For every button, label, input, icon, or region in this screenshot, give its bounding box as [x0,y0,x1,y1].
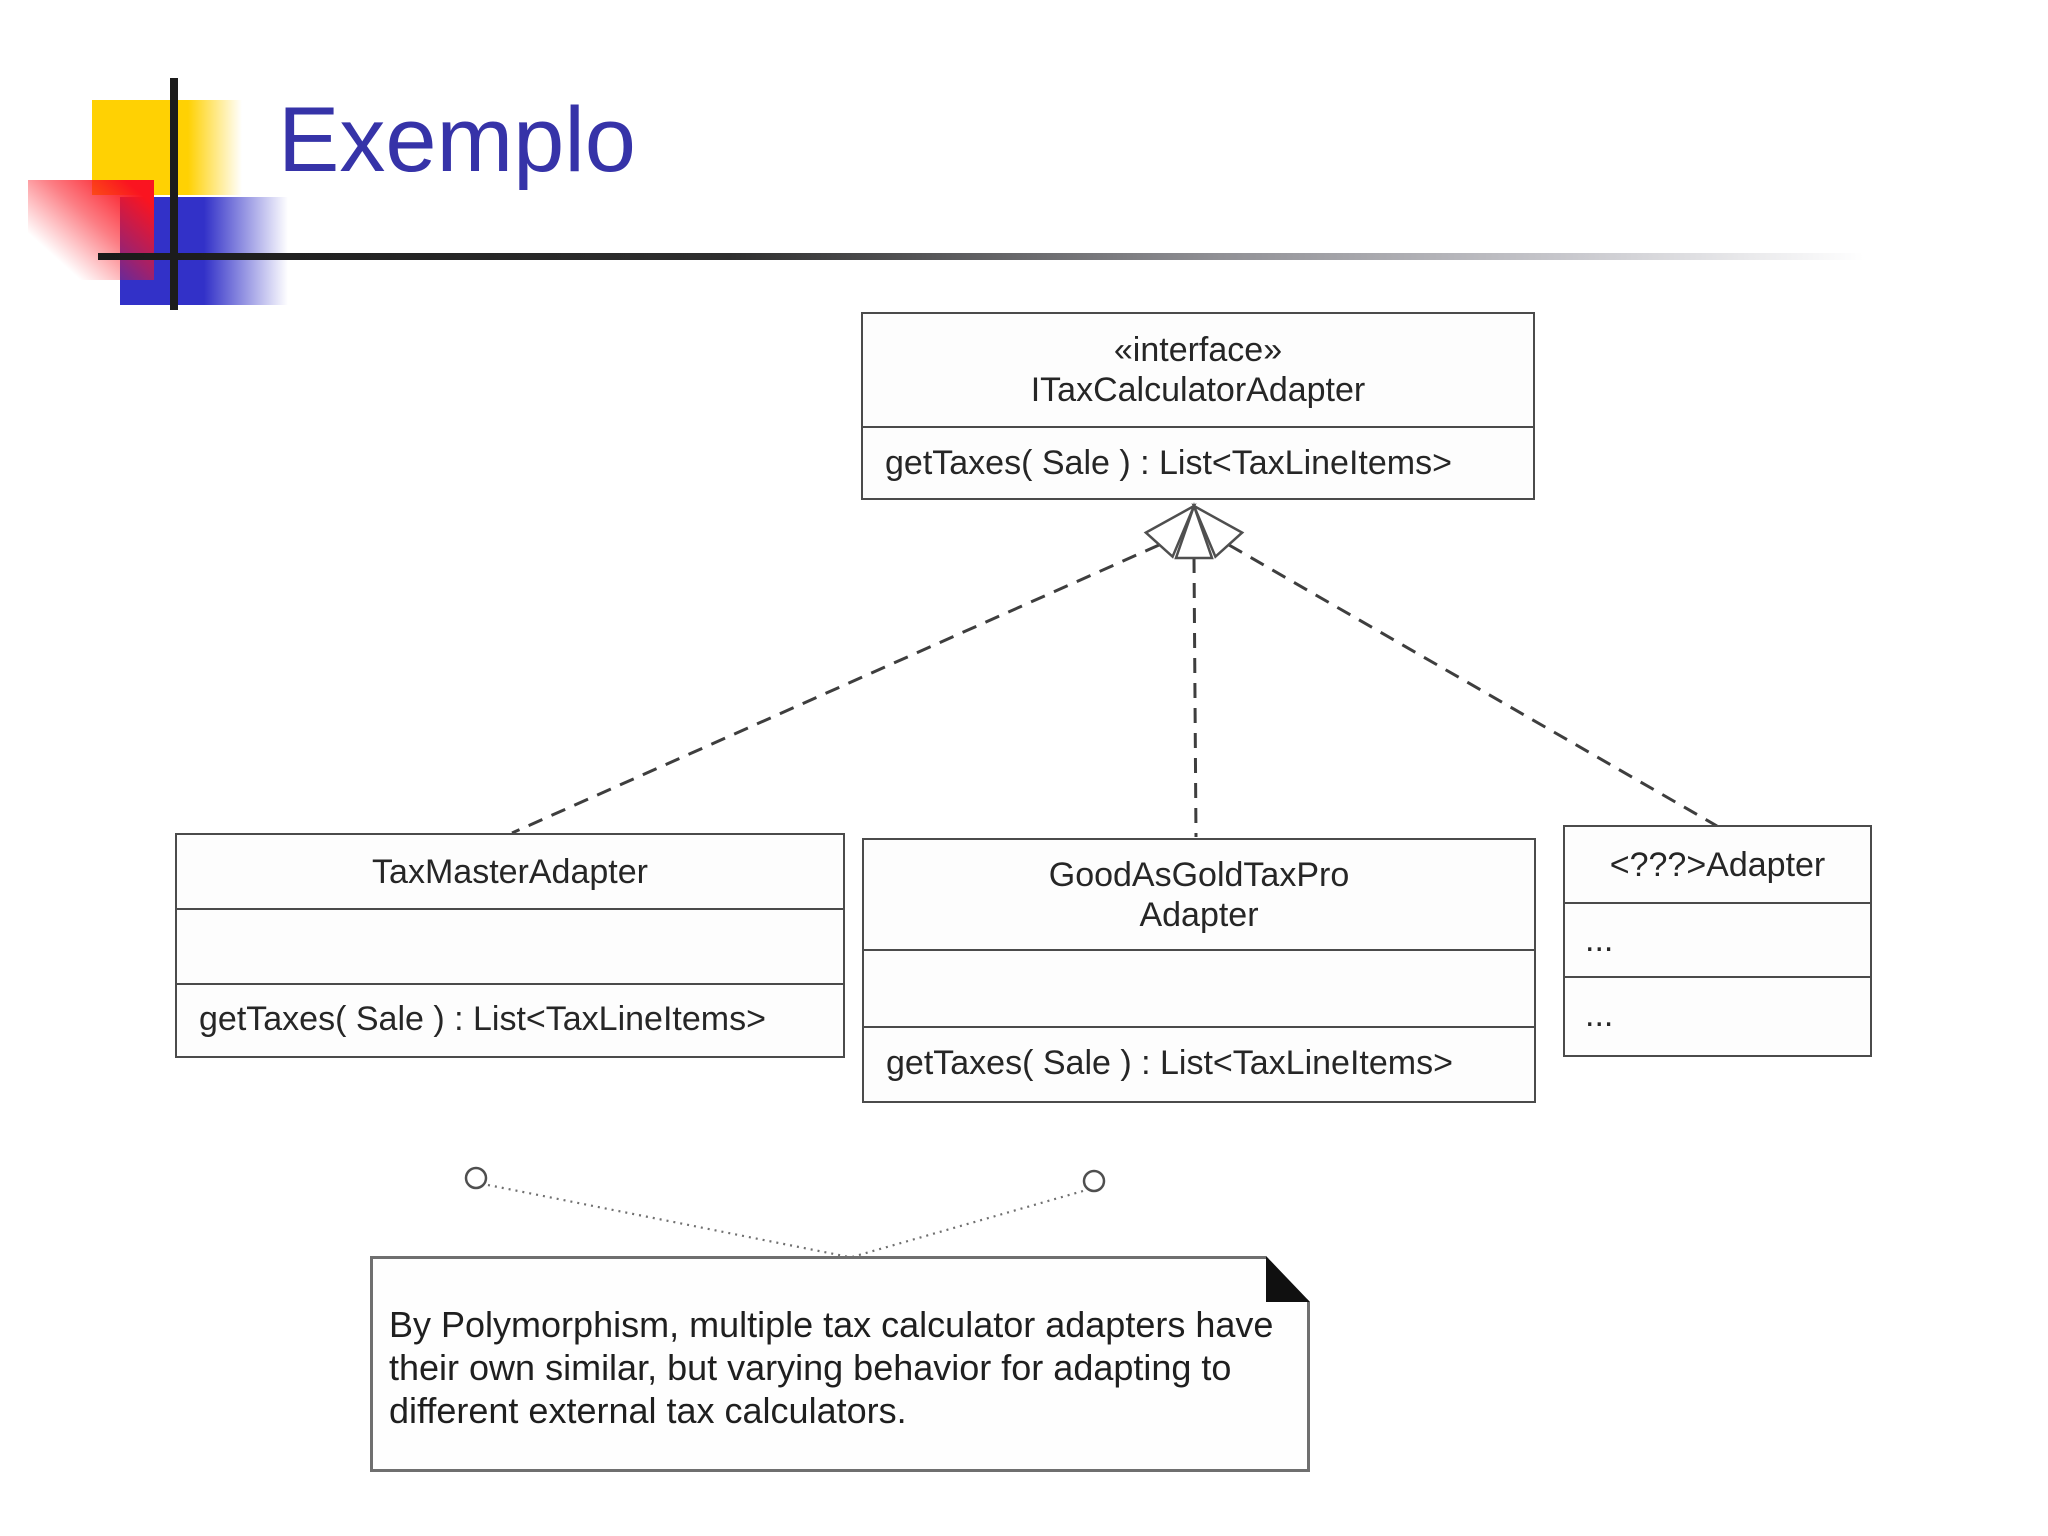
decoration-yellow-square [92,100,242,195]
interface-operation-label: getTaxes( Sale ) : List<TaxLineItems> [885,444,1452,482]
note-text-line2: their own similar, but varying behavior … [389,1347,1232,1388]
generic-adapter-operations-placeholder: ... [1585,995,1614,1034]
slide-title: Exemplo [278,89,636,191]
decoration-red-square [28,180,154,280]
goodasgold-name-line2: Adapter [1139,895,1259,934]
generic-adapter-class-box: <???>Adapter ... ... [1563,825,1872,1057]
realization-dashed-line-middle [1192,557,1198,838]
taxmaster-operation-label: getTaxes( Sale ) : List<TaxLineItems> [199,999,766,1038]
generalization-arrowhead-right-icon [1143,503,1197,559]
interface-operations-compartment: getTaxes( Sale ) : List<TaxLineItems> [863,426,1533,498]
note-anchor-circle-right-icon [1082,1169,1106,1193]
goodasgold-operations-compartment: getTaxes( Sale ) : List<TaxLineItems> [864,1026,1534,1097]
note-text-line3: different external tax calculators. [389,1390,907,1431]
interface-name-label: ITaxCalculatorAdapter [1030,371,1366,409]
note-anchor-dotted-line-right [851,1189,1084,1259]
uml-note-box: By Polymorphism, multiple tax calculator… [370,1256,1310,1472]
generic-adapter-name-compartment: <???>Adapter [1565,827,1870,902]
taxmaster-name-compartment: TaxMasterAdapter [177,835,843,908]
note-anchor-dotted-line-left [487,1183,850,1259]
realization-dashed-line-left [511,543,1160,835]
generic-adapter-operations-compartment: ... [1565,976,1870,1051]
goodasgold-attributes-compartment [864,949,1534,1026]
taxmaster-attributes-compartment [177,908,843,983]
interface-stereotype-label: «interface» [1113,331,1283,369]
goodasgold-name-compartment: GoodAsGoldTaxPro Adapter [864,840,1534,949]
taxmaster-name-label: TaxMasterAdapter [372,852,648,891]
generic-adapter-name-label: <???>Adapter [1609,845,1826,884]
realization-dashed-line-right [1228,543,1718,828]
interface-class-box: «interface» ITaxCalculatorAdapter getTax… [861,312,1535,500]
note-anchor-circle-left-icon [464,1166,488,1190]
decoration-vertical-line [170,78,178,310]
interface-name-compartment: «interface» ITaxCalculatorAdapter [863,314,1533,426]
generalization-arrowhead-middle-icon [1174,502,1214,560]
taxmaster-operations-compartment: getTaxes( Sale ) : List<TaxLineItems> [177,983,843,1052]
generic-adapter-attributes-compartment: ... [1565,902,1870,976]
title-underline [98,253,1900,260]
goodasgold-operation-label: getTaxes( Sale ) : List<TaxLineItems> [886,1043,1453,1082]
generic-adapter-attributes-placeholder: ... [1585,921,1614,959]
taxmaster-class-box: TaxMasterAdapter getTaxes( Sale ) : List… [175,833,845,1058]
note-text-line1: By Polymorphism, multiple tax calculator… [389,1304,1274,1345]
goodasgold-name-line1: GoodAsGoldTaxPro [1048,855,1350,894]
generalization-arrowhead-left-icon [1191,503,1245,559]
goodasgold-class-box: GoodAsGoldTaxPro Adapter getTaxes( Sale … [862,838,1536,1103]
